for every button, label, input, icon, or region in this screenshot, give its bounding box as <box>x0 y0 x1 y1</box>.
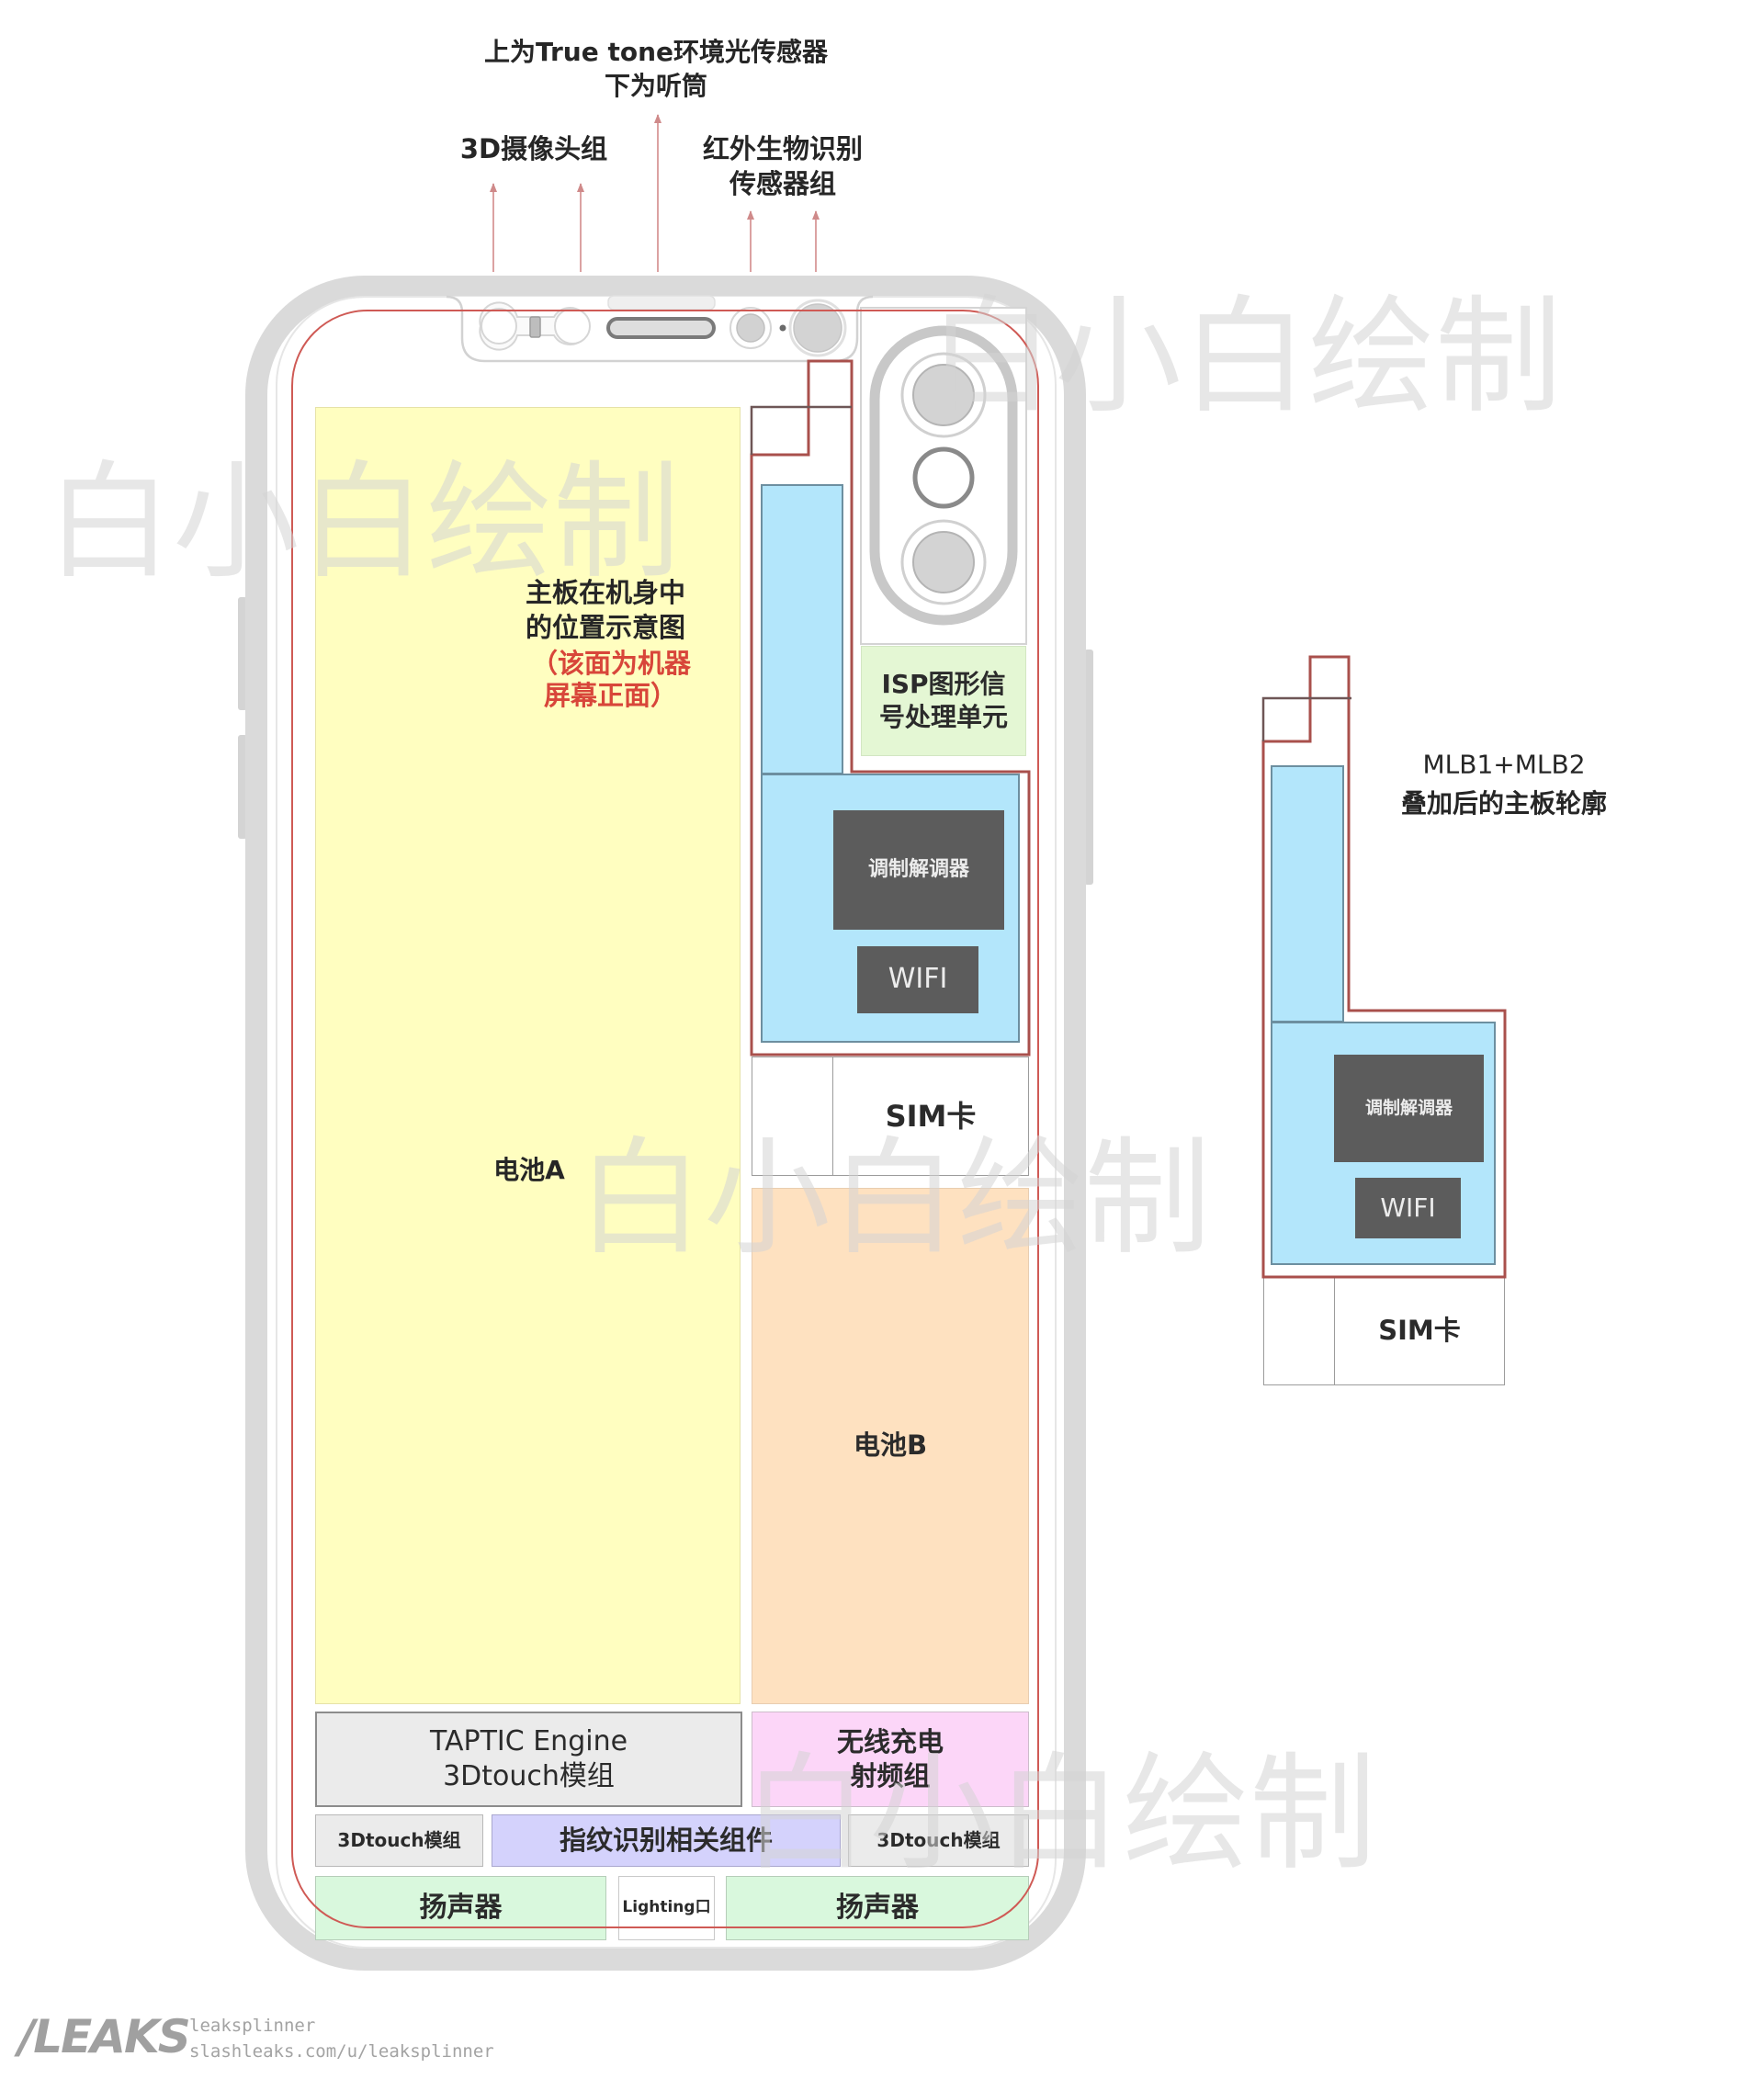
wifi-label: WIFI <box>888 963 948 996</box>
camera-lens-top-ring <box>900 352 987 438</box>
camera-lens-bottom-icon <box>912 531 975 593</box>
flood-illuminator-icon <box>529 316 541 338</box>
notch-outline <box>446 295 874 363</box>
power-button <box>1084 650 1093 885</box>
front-camera-left-icon <box>481 308 517 345</box>
isp-label-line1: ISP图形信 <box>881 669 1006 700</box>
isp-unit: ISP图形信 号处理单元 <box>861 646 1026 756</box>
wireless-label-line1: 无线充电 <box>836 1725 944 1757</box>
mlb-outline-title-line1: MLB1+MLB2 <box>1422 749 1586 780</box>
taptic-label-line1: TAPTIC Engine <box>429 1724 628 1757</box>
3dtouch-module-right: 3Dtouch模组 <box>848 1814 1029 1867</box>
speaker-right-label: 扬声器 <box>836 1891 919 1924</box>
ir-sensor-callout-line2: 传感器组 <box>729 168 837 199</box>
3d-camera-callout: 3D摄像头组 <box>459 133 608 164</box>
camera-flash-icon <box>912 446 975 509</box>
earpiece-speaker-icon <box>606 317 716 339</box>
volume-down-button <box>238 735 247 839</box>
battery-b: 电池B <box>752 1188 1029 1704</box>
mlb-wifi-label: WIFI <box>1380 1192 1436 1224</box>
proximity-sensor-ring <box>729 307 772 349</box>
dot-projector-housing <box>479 301 590 351</box>
modem-label: 调制解调器 <box>867 857 969 881</box>
sim-label: SIM卡 <box>885 1098 977 1134</box>
true-tone-callout-line2: 下为听筒 <box>604 71 708 101</box>
camera-lens-bottom-ring <box>900 519 987 605</box>
mlb-modem-chip: 调制解调器 <box>1334 1055 1484 1162</box>
proximity-sensor-icon <box>736 313 765 343</box>
board-position-note-line1: 主板在机身中 <box>526 577 686 608</box>
earpiece-top-sensor <box>607 295 716 311</box>
wifi-chip: WIFI <box>857 946 978 1013</box>
lightning-port: Lighting口 <box>618 1876 715 1940</box>
sim-spacer-cell <box>752 1056 834 1176</box>
fingerprint-components: 指纹识别相关组件 <box>492 1814 841 1867</box>
sim-tray: SIM卡 <box>832 1056 1029 1176</box>
mlb-sim-label: SIM卡 <box>1378 1315 1461 1347</box>
taptic-label-line2: 3Dtouch模组 <box>443 1760 615 1792</box>
mlb-sim-tray: SIM卡 <box>1334 1277 1505 1385</box>
fingerprint-label: 指纹识别相关组件 <box>559 1824 773 1856</box>
mlb-sim-spacer-cell <box>1263 1277 1335 1385</box>
3dtouch-left-label: 3Dtouch模组 <box>337 1828 461 1851</box>
camera-bump-outline <box>869 325 1018 626</box>
notch-sensors <box>479 295 847 357</box>
slashleaks-user: leaksplinner <box>189 2016 316 2036</box>
ir-camera-icon <box>793 303 842 353</box>
modem-chip: 调制解调器 <box>833 810 1004 930</box>
ir-sensor-callout-line1: 红外生物识别 <box>702 133 864 164</box>
slashleaks-logo: /LEAKS <box>18 2010 191 2063</box>
lightning-label: Lighting口 <box>622 1898 711 1917</box>
board-blue-stem <box>761 484 843 774</box>
speaker-left: 扬声器 <box>315 1876 606 1940</box>
wireless-charging-rf: 无线充电 射频组 <box>752 1712 1029 1807</box>
board-position-note-line2: 的位置示意图 <box>526 612 686 643</box>
wireless-label-line2: 射频组 <box>850 1760 931 1791</box>
battery-a-label: 电池A <box>493 1155 565 1185</box>
mlb-combined-outline-dark <box>1261 696 1351 741</box>
speaker-left-label: 扬声器 <box>419 1891 503 1924</box>
speaker-right: 扬声器 <box>726 1876 1029 1940</box>
camera-lens-top-icon <box>912 364 975 426</box>
board-outline-mlb1 <box>750 405 852 455</box>
3dtouch-module-left: 3Dtouch模组 <box>315 1814 483 1867</box>
volume-up-button <box>238 597 247 710</box>
3dtouch-right-label: 3Dtouch模组 <box>876 1828 1001 1851</box>
ir-camera-ring <box>788 299 847 357</box>
mlb-blue-stem <box>1271 765 1344 1023</box>
battery-b-label: 电池B <box>853 1429 928 1462</box>
isp-label-line2: 号处理单元 <box>878 702 1008 732</box>
mlb-modem-label: 调制解调器 <box>1364 1098 1453 1119</box>
mlb-outline-title-line2: 叠加后的主板轮廓 <box>1400 788 1608 819</box>
slashleaks-url: slashleaks.com/u/leaksplinner <box>189 2041 494 2062</box>
true-tone-callout-line1: 上为True tone环境光传感器 <box>483 37 829 67</box>
ambient-dot-icon <box>779 324 786 332</box>
screen-side-note-line2: 屏幕正面） <box>544 680 678 711</box>
front-camera-right-icon <box>554 308 591 345</box>
taptic-engine: TAPTIC Engine 3Dtouch模组 <box>315 1712 742 1807</box>
rear-camera-box <box>860 307 1027 645</box>
watermark-text: 白小白绘制 <box>928 283 1563 431</box>
mlb-wifi-chip: WIFI <box>1355 1178 1461 1238</box>
rear-camera-module <box>869 325 1018 626</box>
